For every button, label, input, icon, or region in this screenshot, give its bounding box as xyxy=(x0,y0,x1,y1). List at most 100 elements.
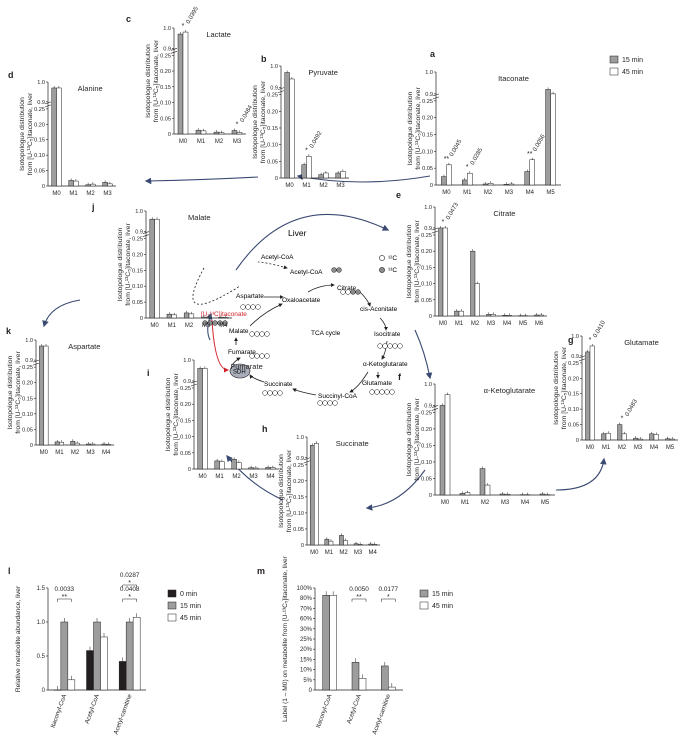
bar-15min xyxy=(353,543,359,546)
bar-45min xyxy=(105,444,111,446)
y-tick-label: 0.9 xyxy=(296,456,304,462)
y-axis-label: Isotopologue distribution xyxy=(406,402,413,476)
label-acetyl-coa: Acetyl-CoA xyxy=(290,269,323,276)
x-tick-label: M0 xyxy=(52,191,61,197)
bar-45min xyxy=(154,218,160,319)
pathway-title: Liver xyxy=(288,228,307,238)
bar-15min xyxy=(201,316,207,319)
significance-star: * xyxy=(305,147,308,154)
y-tick-label: 0.05 xyxy=(267,159,278,165)
label-malate: Malate xyxy=(229,328,249,335)
significance-star: * xyxy=(621,416,624,423)
y-tick-label: 0.20 xyxy=(421,427,432,433)
bar-15min xyxy=(195,129,202,135)
x-tick-label: M4 xyxy=(102,450,111,456)
legend-swatch xyxy=(167,589,177,598)
x-tick-label: M0 xyxy=(198,474,207,480)
bar-15min xyxy=(166,313,173,319)
bar-15min xyxy=(218,317,224,319)
y-tick-label: 0.25 xyxy=(422,99,433,105)
x-tick-label: M3 xyxy=(505,190,514,196)
bar-15min xyxy=(149,218,155,319)
itaconate-inhibition-arrow xyxy=(211,319,229,373)
y-axis-label: Label (1 – M0) on metabolite from [U-¹³C… xyxy=(282,555,289,722)
sdh-label: SDH xyxy=(233,370,246,376)
p-value-label: 0.0408 xyxy=(120,586,140,593)
x-tick-label: M4 xyxy=(503,321,512,327)
y-tick-label: 0.9 xyxy=(425,92,433,98)
y-tick-label: 0.10 xyxy=(34,153,45,159)
label-akg: α-Ketoglutarate xyxy=(363,361,408,368)
x-tick-label: M3 xyxy=(103,191,112,197)
y-axis-label: Isotopologue distribution xyxy=(407,91,414,165)
significance-star: * xyxy=(236,122,239,129)
y-tick-label: 10% xyxy=(300,668,313,674)
bar-45min xyxy=(132,616,141,691)
bar-15min xyxy=(284,72,290,179)
legend-label: 45 min xyxy=(180,615,201,622)
significance-star: ** xyxy=(356,594,362,601)
x-tick-label: M6 xyxy=(535,321,544,327)
y-axis-label: Isotopologue distribution xyxy=(19,97,26,171)
y-tick-label: 0.10 xyxy=(180,435,191,441)
x-tick-label: M2 xyxy=(471,321,480,327)
bar-45min xyxy=(328,540,334,546)
bar-15min xyxy=(524,171,530,186)
bar-45min xyxy=(90,443,96,446)
panel-title: α-Ketoglutarate xyxy=(484,386,535,395)
bar-15min xyxy=(539,493,546,496)
panel-c: 00.050.100.150.200.250.91.0Isotopologue … xyxy=(126,6,254,145)
label-itaconate: [U-¹³C]itaconate xyxy=(201,311,247,318)
y-tick-label: 0.10 xyxy=(267,143,278,149)
y-tick-label: 0.25 xyxy=(568,361,579,367)
bar-45min xyxy=(358,678,367,691)
panel-b: 00.050.100.150.200.250.91.0Isotopologue … xyxy=(252,54,349,189)
y-tick-label: 0.05 xyxy=(421,476,432,482)
bar-15min xyxy=(439,405,446,496)
p-value-label: 0.0177 xyxy=(379,586,399,593)
x-tick-label: M4 xyxy=(526,190,535,196)
y-tick-label: 0.9 xyxy=(270,86,278,92)
liver-pathway-diagram: Liver Acetyl-CoA Acetyl-CoA Citrate cis-… xyxy=(192,228,408,406)
bar-15min xyxy=(102,182,108,187)
y-tick-label: 0 xyxy=(429,493,432,499)
label-isocitrate: Isocitrate xyxy=(374,331,401,338)
bar-45min xyxy=(223,317,229,319)
bar-15min xyxy=(125,621,134,691)
axis-break-mark xyxy=(303,457,311,464)
y-tick-label: 1.0 xyxy=(270,64,278,70)
y-tick-label: 1.0 xyxy=(183,358,191,364)
x-tick-label: M1 xyxy=(461,500,470,506)
y-tick-label: 0.20 xyxy=(180,402,191,408)
y-tick-label: 0.20 xyxy=(293,479,304,485)
y-tick-label: 0.25 xyxy=(132,237,143,243)
y-axis-label: Isotopologue distribution xyxy=(252,85,259,159)
y-tick-label: 0 xyxy=(30,443,33,449)
significance-star: * xyxy=(128,580,131,587)
y-tick-label: 0 xyxy=(42,688,46,694)
y-tick-label: 0.20 xyxy=(22,381,33,387)
bar-45min xyxy=(506,315,512,317)
bar-15min xyxy=(470,250,476,317)
x-tick-label: M1 xyxy=(602,445,611,451)
bar-45min xyxy=(253,467,259,470)
y-tick-label: 0 xyxy=(275,176,278,182)
y-tick-label: 25% xyxy=(300,637,313,643)
significance-star: * xyxy=(589,337,592,344)
y-tick-label: 0.20 xyxy=(422,116,433,122)
significance-bracket xyxy=(122,584,137,588)
y-tick-label: 1.0 xyxy=(571,334,579,340)
bar-45min xyxy=(200,130,207,135)
panel-letter: e xyxy=(396,190,401,200)
y-axis-label: from [U-¹³C₅]itaconate, liver xyxy=(125,223,132,306)
y-tick-label: 0.15 xyxy=(422,133,433,139)
axis-break-mark xyxy=(44,101,52,108)
legend-label: 0 min xyxy=(180,591,197,598)
arrow-akg-to-succinate xyxy=(365,469,426,511)
bar-15min xyxy=(617,424,623,441)
y-tick-label: 0.9 xyxy=(163,46,171,52)
arrow-to-citrate xyxy=(235,213,390,271)
y-tick-label: 0.9 xyxy=(37,100,45,106)
panel-title: Lactate xyxy=(206,30,231,39)
